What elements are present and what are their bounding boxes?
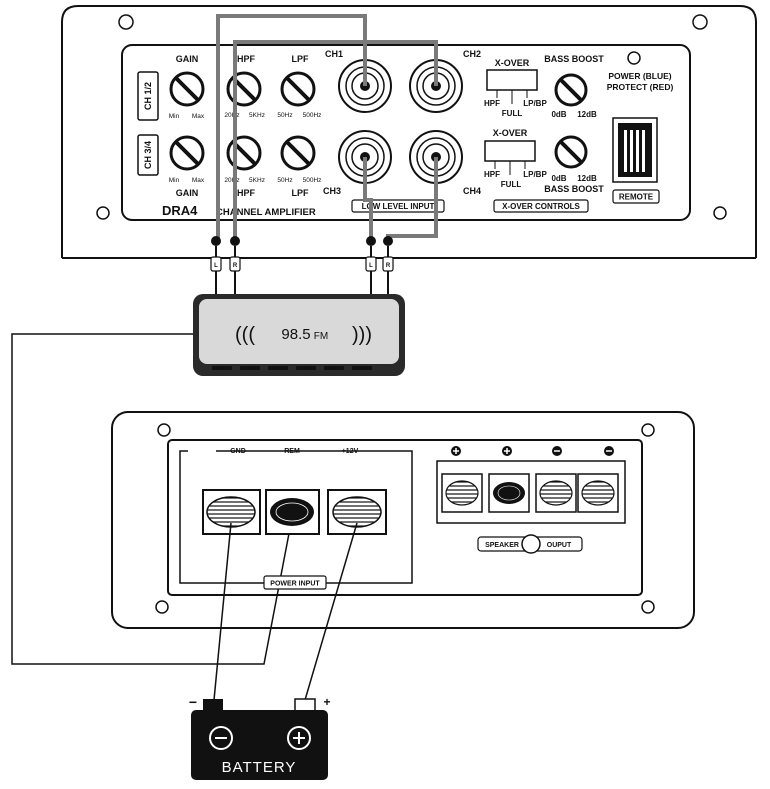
low-level-input-label: LOW LEVEL INPUT (362, 202, 435, 211)
gain-max-bottom: Max (192, 177, 205, 184)
signal-cables (216, 14, 438, 240)
gain-knob-bottom[interactable] (169, 135, 205, 171)
hpf-5khz-bottom: 5KHz (249, 177, 265, 184)
hpf-knob-top[interactable] (226, 71, 262, 107)
bass-boost-label-top: BASS BOOST (544, 54, 604, 64)
plus-icon (451, 446, 461, 456)
lpf-label-top: LPF (292, 54, 310, 64)
lpf-50hz-top: 50Hz (277, 112, 292, 119)
gain-knob-top[interactable] (169, 71, 205, 107)
amplifier-subtitle: CHANNEL AMPLIFIER (216, 207, 316, 218)
speaker-terminal[interactable] (441, 473, 483, 513)
battery-positive-sign: + (323, 695, 330, 709)
gnd-terminal[interactable] (202, 489, 261, 535)
xover-lpbp-bottom: LP/BP (523, 170, 547, 179)
speaker-terminal[interactable] (577, 473, 619, 513)
ch34-label: CH 3/4 (143, 141, 153, 169)
rca-plug-group-left: L R (210, 236, 241, 296)
xover-full-bottom: FULL (501, 180, 522, 189)
xover-hpf-bottom: HPF (484, 170, 500, 179)
xover-label-top: X-OVER (495, 58, 530, 68)
lpf-500hz-top: 500Hz (303, 112, 322, 119)
xover-label-bottom: X-OVER (493, 128, 528, 138)
hpf-20hz-bottom: 20Hz (224, 177, 239, 184)
radio-band: FM (314, 331, 328, 342)
model-name: DRA4 (162, 203, 198, 218)
hpf-label-bottom: HPF (237, 188, 256, 198)
ch2-label: CH2 (463, 49, 481, 59)
ch3-label: CH3 (323, 186, 341, 196)
ch1-label: CH1 (325, 49, 343, 59)
radio-signal-left-icon: ((( (235, 324, 255, 346)
ch12-label: CH 1/2 (143, 82, 153, 110)
xover-switch-top[interactable] (486, 69, 538, 104)
xover-controls-label: X-OVER CONTROLS (502, 202, 580, 211)
minus-icon (604, 446, 614, 456)
v12-label: +12V (342, 448, 359, 455)
minus-icon (552, 446, 562, 456)
power-wire (304, 522, 358, 701)
speaker-terminal[interactable] (488, 473, 530, 513)
lpf-50hz-bottom: 50Hz (277, 177, 292, 184)
radio-frequency: 98.5 (281, 326, 310, 343)
speaker-terminal[interactable] (535, 473, 577, 513)
rca-r-label-1: R (233, 263, 238, 269)
remote-port[interactable] (612, 117, 658, 183)
hpf-label-top: HPF (237, 54, 256, 64)
remote-label: REMOTE (619, 193, 654, 202)
gain-label-bottom: GAIN (176, 188, 199, 198)
battery-label: BATTERY (222, 759, 297, 776)
bass-boost-knob-top[interactable] (554, 73, 588, 107)
rca-l-label-2: L (369, 263, 373, 269)
xover-switch-bottom[interactable] (484, 140, 536, 175)
radio-signal-right-icon: ))) (352, 324, 372, 346)
output-label: OUPUT (547, 542, 572, 549)
plus-icon (502, 446, 512, 456)
radio-head-unit: ((( 98.5 FM ))) (193, 294, 405, 376)
gnd-label: GND (230, 448, 246, 455)
ground-wire (213, 522, 232, 701)
gain-label-top: GAIN (176, 54, 199, 64)
battery: − + BATTERY (189, 694, 331, 780)
bass-boost-label-bottom: BASS BOOST (544, 184, 604, 194)
bass-0db-top: 0dB (551, 110, 566, 119)
protect-red-label: PROTECT (RED) (607, 82, 674, 92)
rem-terminal[interactable] (265, 489, 320, 535)
xover-full-top: FULL (502, 109, 523, 118)
power-led-icon (627, 51, 641, 65)
bass-boost-knob-bottom[interactable] (554, 135, 588, 169)
gain-min-bottom: Min (169, 177, 180, 184)
remote-wire (11, 333, 292, 665)
lpf-knob-bottom[interactable] (280, 135, 316, 171)
speaker-output-indicator-icon (521, 534, 541, 554)
rca-l-label-1: L (214, 263, 218, 269)
gain-min-top: Min (169, 113, 180, 120)
power-input-label: POWER INPUT (270, 581, 320, 588)
speaker-label: SPEAKER (485, 542, 519, 549)
power-blue-label: POWER (BLUE) (608, 71, 671, 81)
rca-plug-group-right: L R (365, 236, 394, 296)
hpf-knob-bottom[interactable] (226, 135, 262, 171)
amplifier-power-side: GND REM +12V POWER INPUT (111, 411, 695, 629)
bass-12db-bottom: 12dB (577, 174, 597, 183)
lpf-knob-top[interactable] (280, 71, 316, 107)
minus-circle-icon (209, 726, 233, 750)
rem-label: REM (284, 448, 300, 455)
v12-terminal[interactable] (327, 489, 387, 535)
xover-hpf-top: HPF (484, 99, 500, 108)
hpf-20hz-top: 20Hz (224, 112, 239, 119)
battery-negative-sign: − (189, 694, 197, 710)
gain-max-top: Max (192, 113, 205, 120)
lpf-500hz-bottom: 500Hz (303, 177, 322, 184)
plus-circle-icon (287, 726, 311, 750)
lpf-label-bottom: LPF (292, 188, 310, 198)
rca-r-label-2: R (386, 263, 391, 269)
hpf-5khz-top: 5KHz (249, 112, 265, 119)
bass-0db-bottom: 0dB (551, 174, 566, 183)
ch4-label: CH4 (463, 186, 481, 196)
bass-12db-top: 12dB (577, 110, 597, 119)
xover-lpbp-top: LP/BP (523, 99, 547, 108)
